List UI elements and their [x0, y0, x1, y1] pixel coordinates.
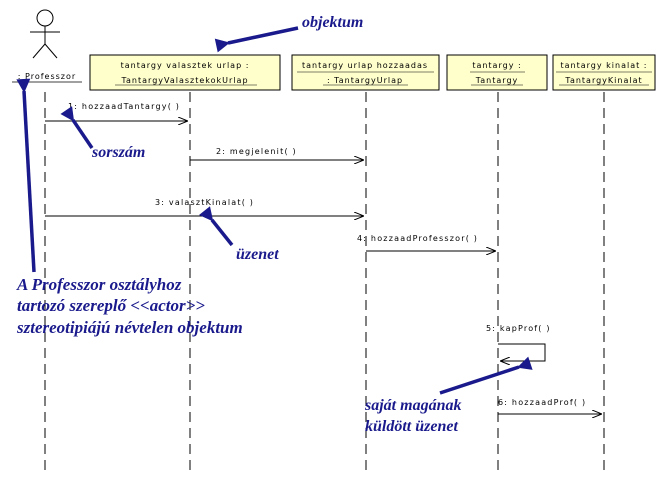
object-box-tantargy-urlap-hozzaadas[interactable]: tantargy urlap hozzaadas : TantargyUrlap [291, 54, 440, 91]
message-label-5: 5: kapProf( ) [486, 324, 551, 333]
object-class-line: TantargyKinalat [564, 76, 642, 85]
object-name-line: tantargy : [472, 61, 521, 70]
annotation-arrow-uzenet [199, 206, 234, 247]
annotation-actor-line-3: sztereotipiájú névtelen objektum [16, 318, 243, 337]
message-label-3: 3: valasztKinalat( ) [155, 198, 254, 207]
annotation-sorszam: sorszám [91, 144, 145, 161]
object-class-line: TantargyValasztekokUrlap [120, 76, 248, 85]
annotation-actor-line-1: A Professzor osztályhoz [16, 275, 182, 294]
annotation-objektum: objektum [302, 14, 363, 31]
message-label-1: 1: hozzaadTantargy( ) [68, 102, 180, 111]
annotation-arrow-sorszam [60, 106, 94, 149]
message-label-2: 2: megjelenit( ) [216, 147, 297, 156]
object-class-line: : TantargyUrlap [327, 76, 403, 85]
annotation-arrow-objektum [214, 26, 299, 53]
actor-label: : Professzor [18, 72, 76, 81]
annotation-actor-line-2: tartozó szereplő <<actor>> [17, 296, 205, 315]
object-name-line: tantargy kinalat : [561, 61, 648, 70]
annotation-self-message-line-1: saját magának [364, 397, 461, 414]
message-label-6: 6: hozzaadProf( ) [498, 398, 586, 407]
object-box-tantargy-kinalat[interactable]: tantargy kinalat : TantargyKinalat [552, 54, 656, 91]
object-box-tantargy[interactable]: tantargy : Tantargy [446, 54, 548, 91]
object-box-tantargy-valasztek-urlap[interactable]: tantargy valasztek urlap : TantargyValas… [89, 54, 281, 91]
object-name-line: tantargy valasztek urlap : [121, 61, 250, 70]
message-arrow-5-self [498, 343, 546, 361]
annotation-arrow-self-message [439, 356, 533, 395]
actor-figure [30, 9, 60, 59]
annotation-uzenet: üzenet [236, 246, 279, 263]
message-label-4: 4: hozzaadProfesszor( ) [357, 234, 478, 243]
object-class-line: Tantargy [475, 76, 519, 85]
object-name-line: tantargy urlap hozzaadas [302, 61, 428, 70]
annotation-arrow-actor [16, 78, 36, 273]
annotation-self-message-line-2: küldött üzenet [365, 418, 458, 435]
